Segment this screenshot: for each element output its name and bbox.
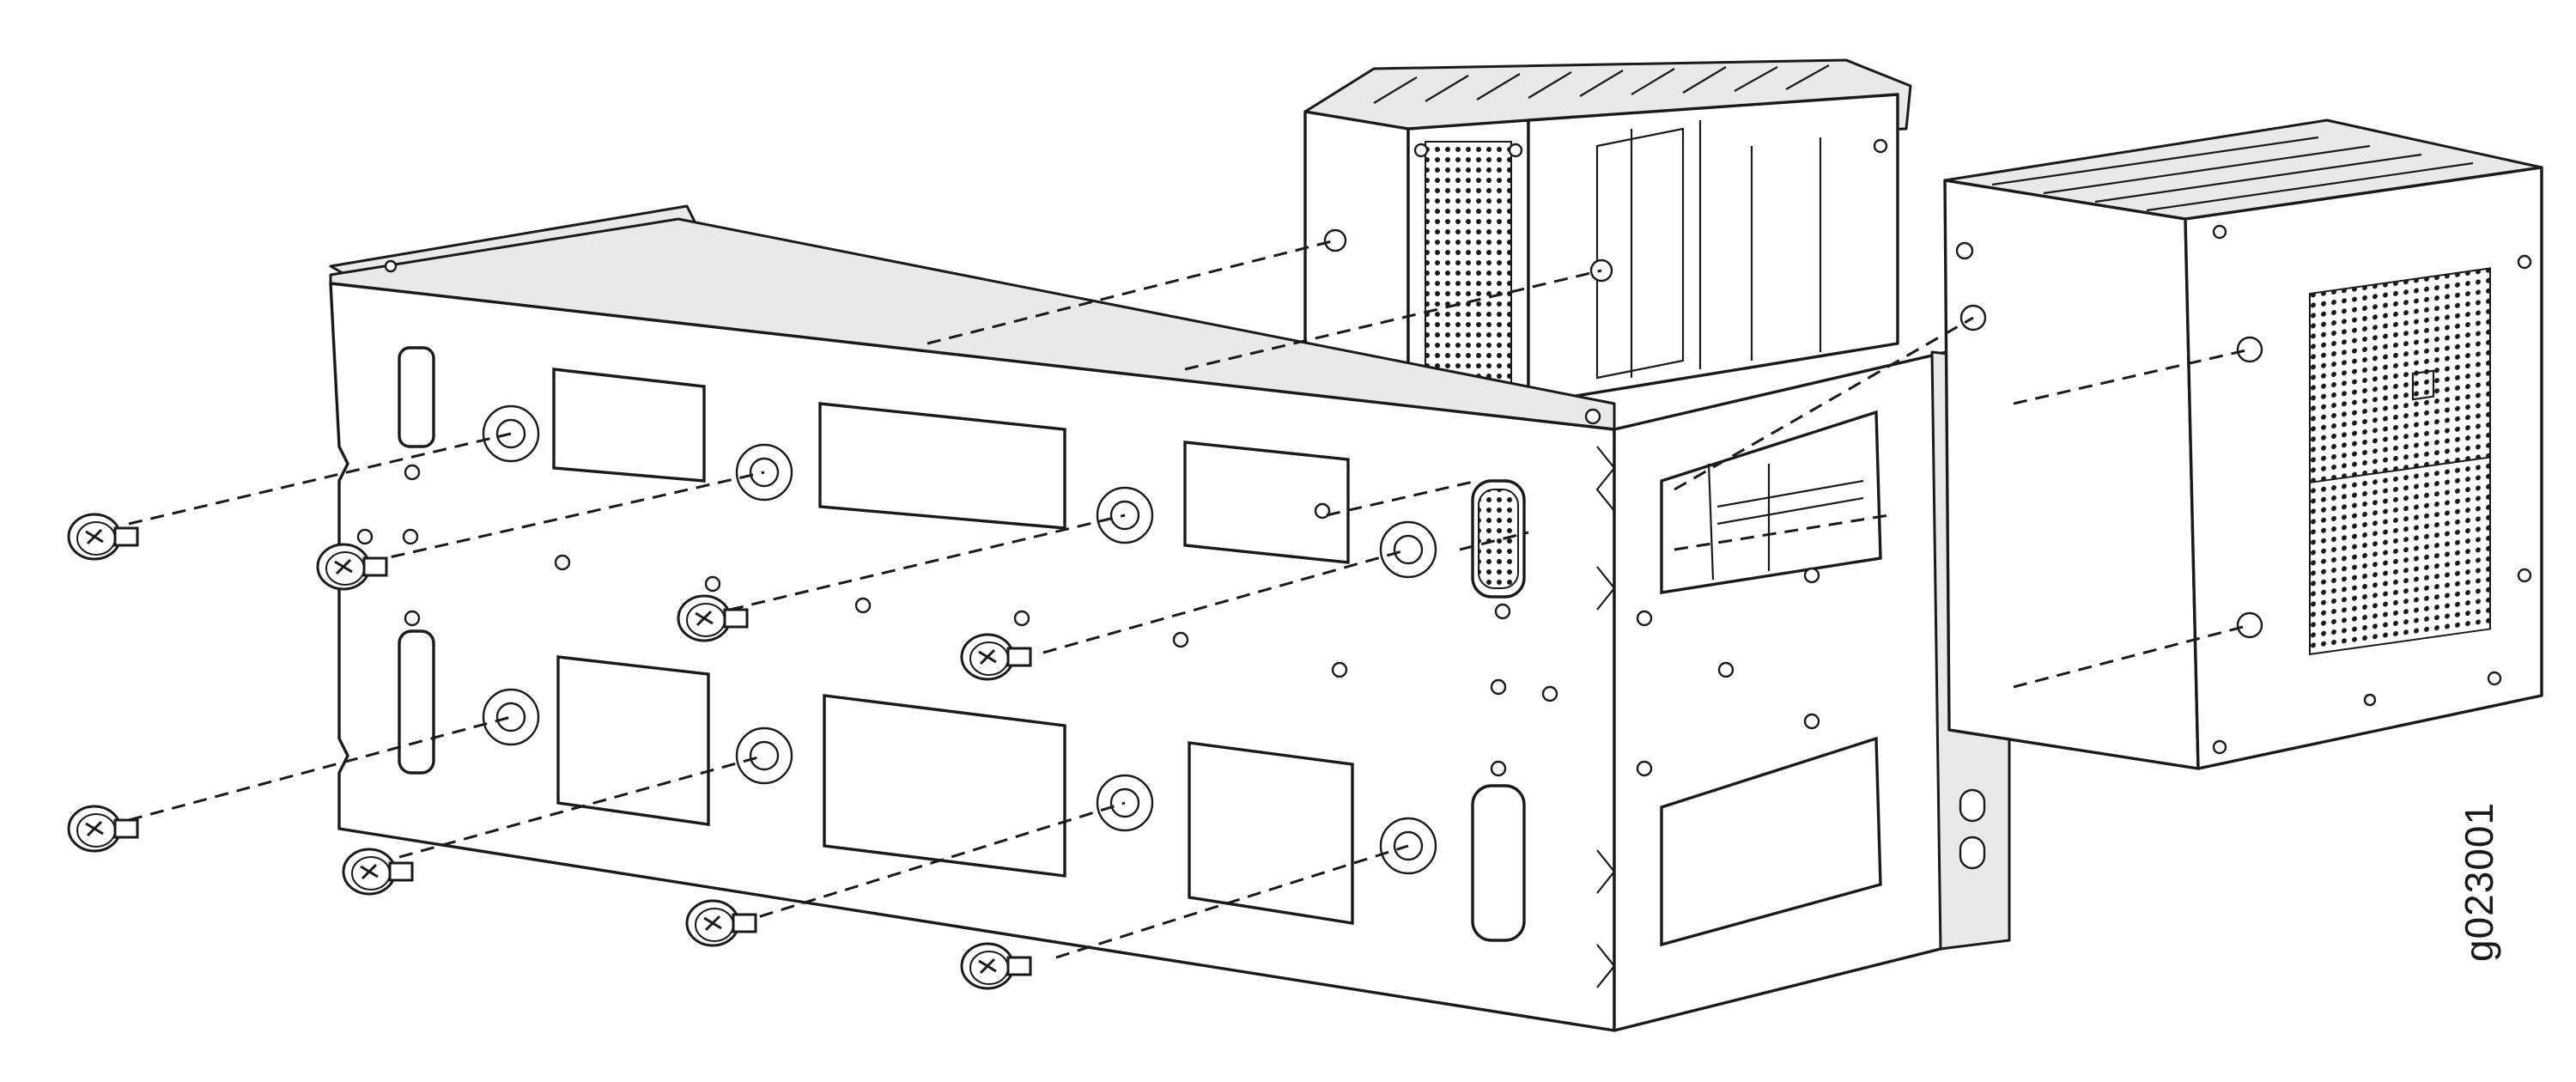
figure-id-label: g023001 [2457,801,2501,962]
flathead-screw-icon [67,805,139,853]
vent-grille [1425,141,1512,396]
small-holes [356,259,1820,777]
alignment-lines [128,239,2251,959]
device-chassis-icon [1303,58,1912,405]
flathead-screw-icon [960,942,1032,990]
flathead-screw-icon [685,899,757,947]
flathead-screw-icon [67,513,139,561]
power-supply-unit-icon [1943,119,2543,770]
